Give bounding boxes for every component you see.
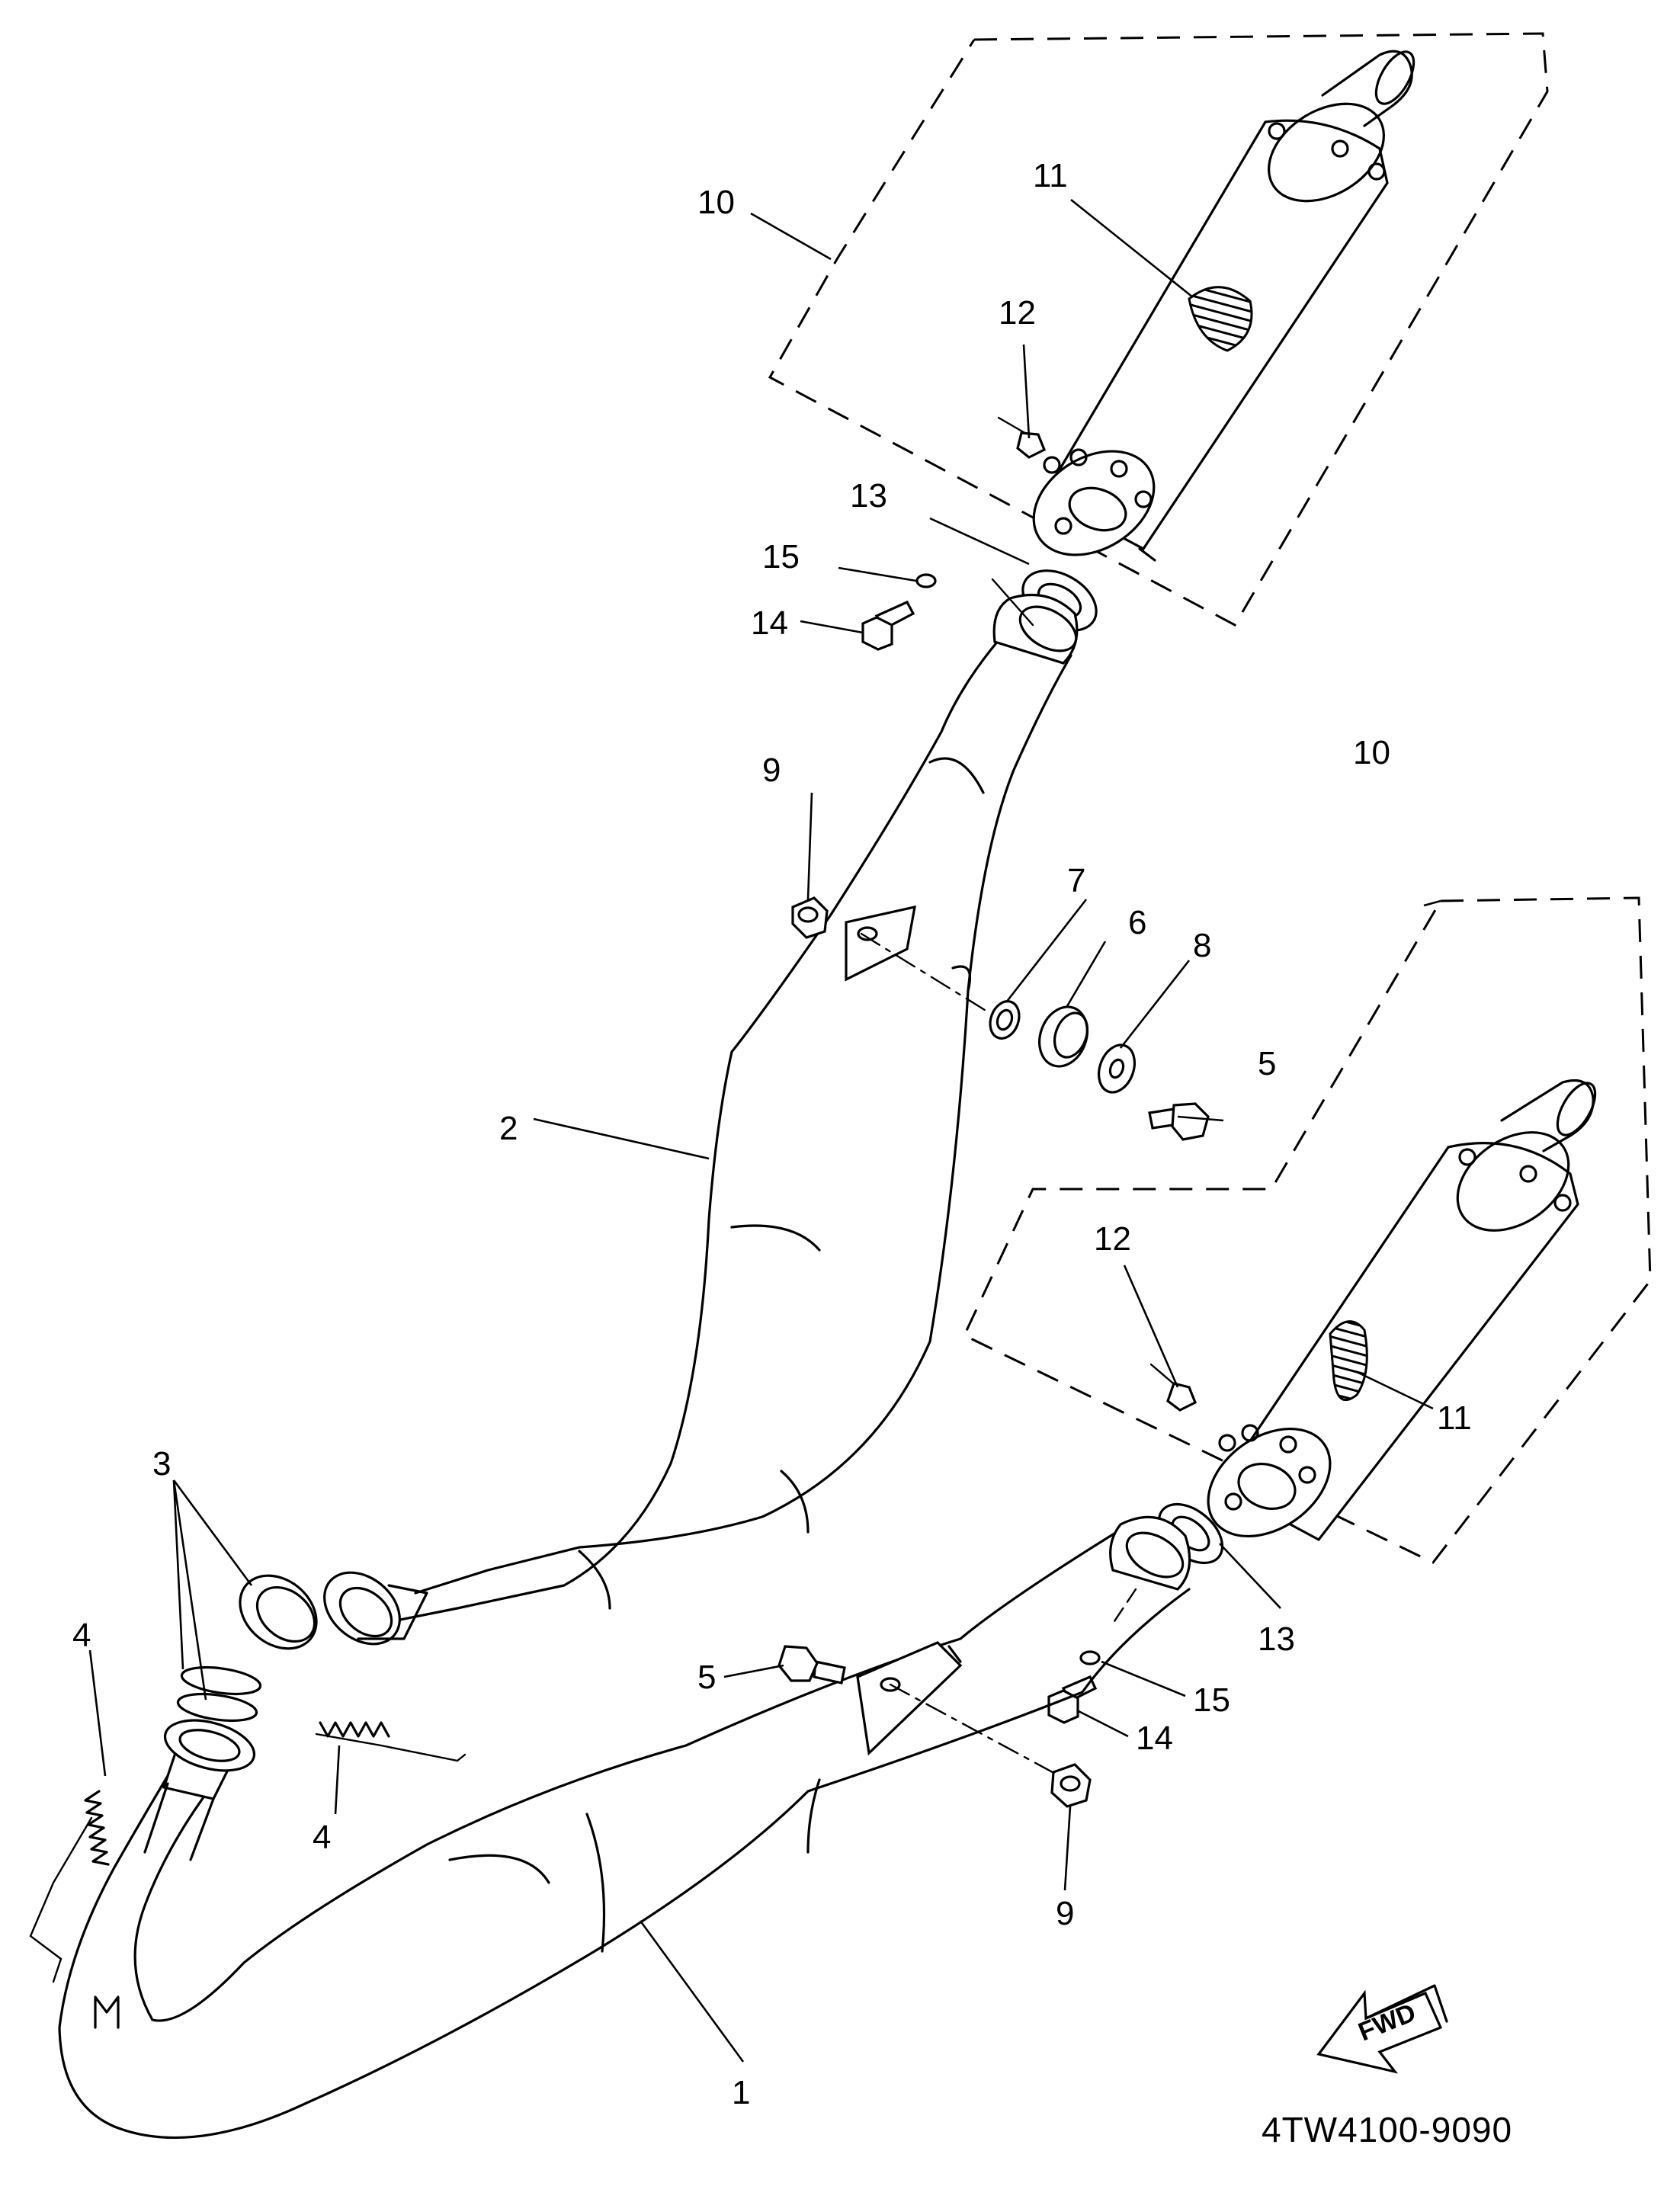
callout-12-upper: 12 <box>999 294 1036 332</box>
upper-muffler-label-plate <box>1188 286 1253 352</box>
lower-washer <box>1079 1650 1101 1665</box>
callout-2: 2 <box>499 1110 518 1147</box>
callout-5-upper: 5 <box>1258 1045 1276 1082</box>
exhaust-pipe-2 <box>380 593 1079 1625</box>
callout-13-lower: 13 <box>1258 1620 1295 1658</box>
callout-9-upper: 9 <box>762 752 781 789</box>
callout-10-lower: 10 <box>1353 734 1390 771</box>
upper-bolt <box>861 600 915 651</box>
exhaust-pipe-1 <box>58 1515 1191 2140</box>
lower-bolt <box>1047 1675 1098 1724</box>
callout-6: 6 <box>1128 904 1146 941</box>
callout-13-upper: 13 <box>850 477 887 514</box>
gasket-3-upper-ring <box>239 1574 318 1650</box>
grommet-7 <box>989 1000 1021 1040</box>
callout-9-lower: 9 <box>1056 1895 1074 1932</box>
bolt-5-lower <box>777 1645 846 1685</box>
diagram-code: 4TW4100-9090 <box>1262 2110 1512 2149</box>
washer-8 <box>1098 1043 1136 1094</box>
callout-4-left: 4 <box>72 1617 91 1654</box>
upper-washer <box>915 573 937 588</box>
callout-numbers: 1 2 3 4 4 5 5 6 7 8 9 9 10 10 11 11 12 1… <box>72 157 1472 2111</box>
callout-1: 1 <box>732 2074 750 2111</box>
leader-lines <box>88 198 1441 2063</box>
callout-5-lower: 5 <box>697 1659 716 1696</box>
upper-muffler-group-outline <box>768 32 1549 627</box>
spring-4-right <box>315 1721 466 1762</box>
callout-11-upper: 11 <box>1033 157 1068 194</box>
lower-muffler-group-outline <box>963 896 1652 1564</box>
pipe-2-inlet <box>323 1571 428 1646</box>
pipe-1-inlet <box>143 1719 256 1861</box>
callout-4-right: 4 <box>313 1819 331 1856</box>
callout-7: 7 <box>1067 862 1085 899</box>
callout-10-upper: 10 <box>697 184 735 221</box>
lower-muffler-label-plate <box>1329 1320 1368 1402</box>
callout-11-lower: 11 <box>1437 1399 1472 1437</box>
damper-6 <box>1038 1005 1089 1068</box>
alignment-lines <box>860 578 1137 1777</box>
callout-14-lower: 14 <box>1136 1720 1173 1757</box>
lower-rivet <box>1149 1363 1197 1412</box>
callout-3: 3 <box>152 1445 171 1483</box>
bolt-5-upper <box>1148 1102 1210 1141</box>
callout-14-upper: 14 <box>751 604 788 642</box>
callout-15-lower: 15 <box>1193 1681 1230 1719</box>
spring-4-left <box>29 1790 110 1983</box>
gasket-3-lower-rings <box>176 1665 262 1723</box>
upper-rivet <box>997 416 1047 459</box>
nut-9-upper <box>791 896 829 939</box>
callout-15-upper: 15 <box>762 538 800 575</box>
callout-8: 8 <box>1193 927 1211 964</box>
fwd-arrow-icon: FWD <box>1316 1984 1448 2074</box>
callout-12-lower: 12 <box>1094 1220 1131 1258</box>
nut-9-lower <box>1050 1763 1092 1808</box>
lower-silencer <box>1207 1079 1597 1542</box>
